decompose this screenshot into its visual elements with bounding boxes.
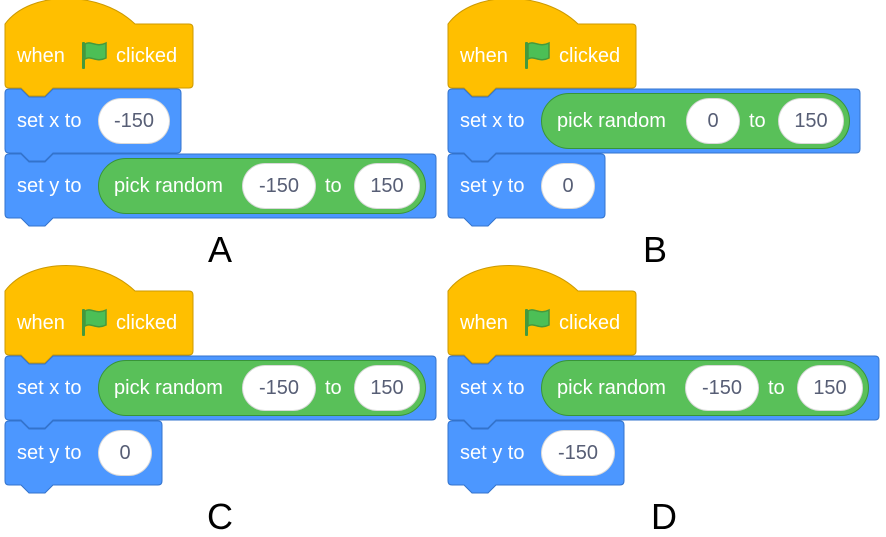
set-y-label: set y to	[460, 175, 525, 197]
hat-clicked-text: clicked	[116, 45, 178, 67]
script-d: when clicked set x to pick random -150 t…	[447, 265, 883, 497]
random-from-field[interactable]: -150	[685, 365, 759, 411]
random-to-field[interactable]: 150	[778, 98, 844, 144]
pick-random-label: pick random	[114, 377, 223, 399]
random-to-label: to	[325, 377, 342, 399]
random-to-label: to	[768, 377, 785, 399]
pick-random-label: pick random	[557, 110, 666, 132]
hat-clicked-text: clicked	[559, 45, 621, 67]
script-b: when clicked set x to pick random 0 to 1…	[447, 0, 883, 230]
script-c: when clicked set x to pick random -150 t…	[4, 265, 440, 497]
pick-random-label: pick random	[557, 377, 666, 399]
random-to-label: to	[749, 110, 766, 132]
option-label: D	[651, 496, 677, 537]
option-label: B	[642, 229, 667, 270]
hat-when-text: when	[17, 45, 65, 67]
green-flag-icon	[525, 308, 550, 336]
set-x-label: set x to	[17, 377, 82, 399]
random-to-label: to	[325, 175, 342, 197]
green-flag-icon	[82, 308, 107, 336]
set-y-value-field[interactable]: 0	[98, 430, 152, 476]
option-label: C	[207, 496, 233, 537]
option-b: when clicked set x to pick random 0 to 1…	[443, 0, 883, 270]
set-y-label: set y to	[460, 442, 525, 464]
pick-random-label: pick random	[114, 175, 223, 197]
set-x-label: set x to	[460, 110, 525, 132]
set-y-value-field[interactable]: -150	[541, 430, 615, 476]
random-to-field[interactable]: 150	[797, 365, 863, 411]
set-x-value-field[interactable]: -150	[98, 98, 170, 144]
random-to-field[interactable]: 150	[354, 365, 420, 411]
set-y-label: set y to	[17, 175, 82, 197]
option-a: when clicked set x to -150 set y to pick…	[0, 0, 440, 270]
hat-clicked-text: clicked	[559, 312, 621, 334]
option-label: A	[207, 229, 232, 270]
hat-clicked-text: clicked	[116, 312, 178, 334]
set-x-label: set x to	[17, 110, 82, 132]
random-from-field[interactable]: 0	[686, 98, 740, 144]
option-c: when clicked set x to pick random -150 t…	[0, 265, 440, 537]
green-flag-icon	[82, 41, 107, 69]
hat-when-text: when	[17, 312, 65, 334]
option-d: when clicked set x to pick random -150 t…	[443, 265, 883, 537]
set-y-label: set y to	[17, 442, 82, 464]
green-flag-icon	[525, 41, 550, 69]
script-a: when clicked set x to -150 set y to pick…	[4, 0, 440, 230]
set-x-label: set x to	[460, 377, 525, 399]
hat-when-text: when	[460, 312, 508, 334]
set-y-value-field[interactable]: 0	[541, 163, 595, 209]
hat-when-text: when	[460, 45, 508, 67]
random-from-field[interactable]: -150	[242, 365, 316, 411]
random-from-field[interactable]: -150	[242, 163, 316, 209]
random-to-field[interactable]: 150	[354, 163, 420, 209]
